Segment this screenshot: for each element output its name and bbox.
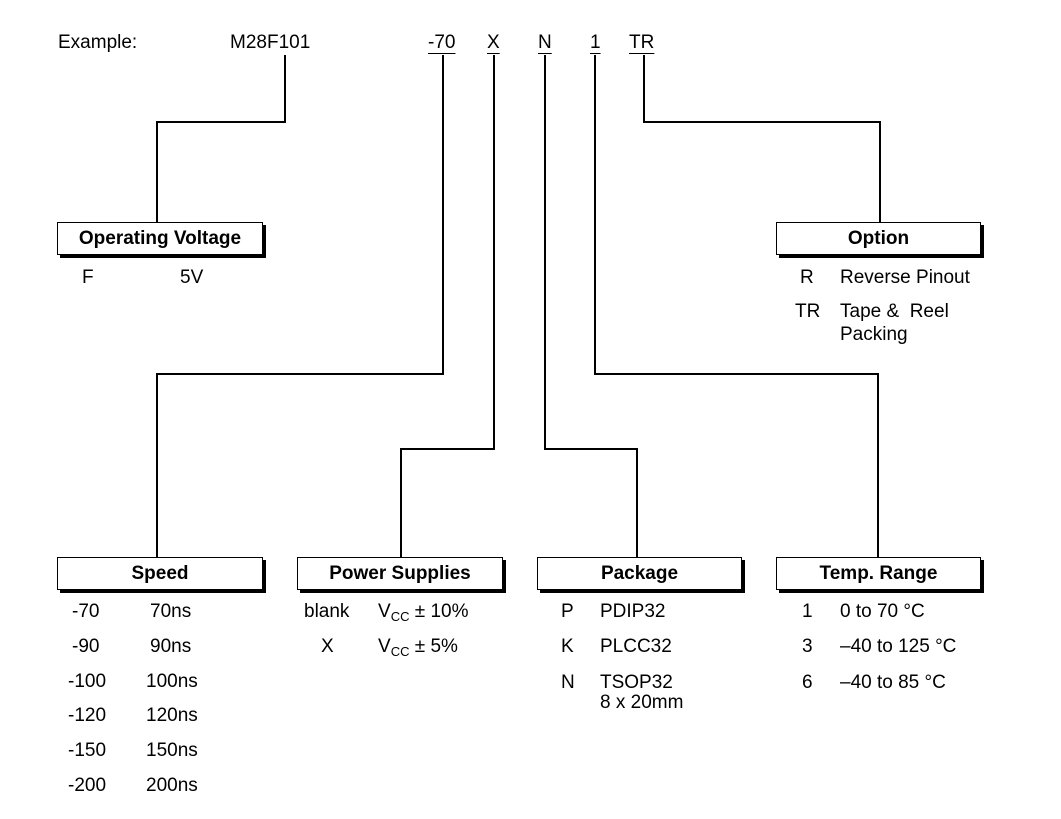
temp-value: –40 to 85 °C <box>840 672 946 693</box>
speed-value: 90ns <box>150 636 192 657</box>
code-option: TR <box>629 32 655 53</box>
package-code: P <box>561 601 574 622</box>
speed-code: -200 <box>68 775 107 796</box>
line-package <box>544 55 638 557</box>
temp-code: 3 <box>802 636 813 657</box>
power-supplies-title: Power Supplies <box>329 562 471 584</box>
package-value: TSOP32 <box>600 672 673 693</box>
package-value-cont: 8 x 20mm <box>600 692 684 713</box>
speed-code: -90 <box>72 636 100 657</box>
code-temp: 1 <box>590 32 601 53</box>
power-value: VCC ± 10% <box>378 601 469 624</box>
speed-code: -150 <box>68 740 107 761</box>
line-power <box>400 55 495 557</box>
line-voltage <box>156 55 286 222</box>
speed-title: Speed <box>131 562 189 584</box>
speed-code: -120 <box>68 705 107 726</box>
speed-value: 70ns <box>150 601 192 622</box>
temp-range-box: Temp. Range <box>776 557 981 590</box>
speed-value: 200ns <box>146 775 198 796</box>
option-value: Reverse Pinout <box>840 267 970 288</box>
temp-value: 0 to 70 °C <box>840 601 925 622</box>
package-title: Package <box>600 562 679 584</box>
speed-value: 120ns <box>146 705 198 726</box>
part-number: M28F101 <box>230 32 311 53</box>
package-code: K <box>561 636 574 657</box>
voltage-code: F <box>82 267 94 288</box>
code-speed: -70 <box>428 32 456 53</box>
temp-value: –40 to 125 °C <box>840 636 957 657</box>
operating-voltage-box: Operating Voltage <box>57 222 263 255</box>
operating-voltage-title: Operating Voltage <box>78 227 242 249</box>
speed-value: 100ns <box>146 671 198 692</box>
option-value: Tape & Reel <box>840 301 949 322</box>
option-code: R <box>800 267 814 288</box>
package-value: PLCC32 <box>600 636 672 657</box>
speed-code: -100 <box>68 671 107 692</box>
package-box: Package <box>537 557 742 590</box>
temp-code: 1 <box>802 601 813 622</box>
power-value: VCC ± 5% <box>378 636 458 659</box>
power-code: X <box>321 636 334 657</box>
line-speed <box>156 55 444 557</box>
speed-value: 150ns <box>146 740 198 761</box>
package-value: PDIP32 <box>600 601 666 622</box>
option-title: Option <box>847 227 910 249</box>
line-temp <box>594 55 879 557</box>
option-code: TR <box>795 301 821 322</box>
option-box: Option <box>776 222 981 255</box>
temp-range-title: Temp. Range <box>819 562 938 584</box>
code-package: N <box>538 32 552 53</box>
code-power: X <box>487 32 500 53</box>
package-code: N <box>561 672 575 693</box>
line-option <box>643 55 881 222</box>
power-code: blank <box>304 601 350 622</box>
example-label: Example: <box>58 32 138 53</box>
option-value-cont: Packing <box>840 324 908 345</box>
voltage-value: 5V <box>180 267 204 288</box>
speed-box: Speed <box>57 557 263 590</box>
temp-code: 6 <box>802 672 813 693</box>
speed-code: -70 <box>72 601 100 622</box>
power-supplies-box: Power Supplies <box>297 557 503 590</box>
